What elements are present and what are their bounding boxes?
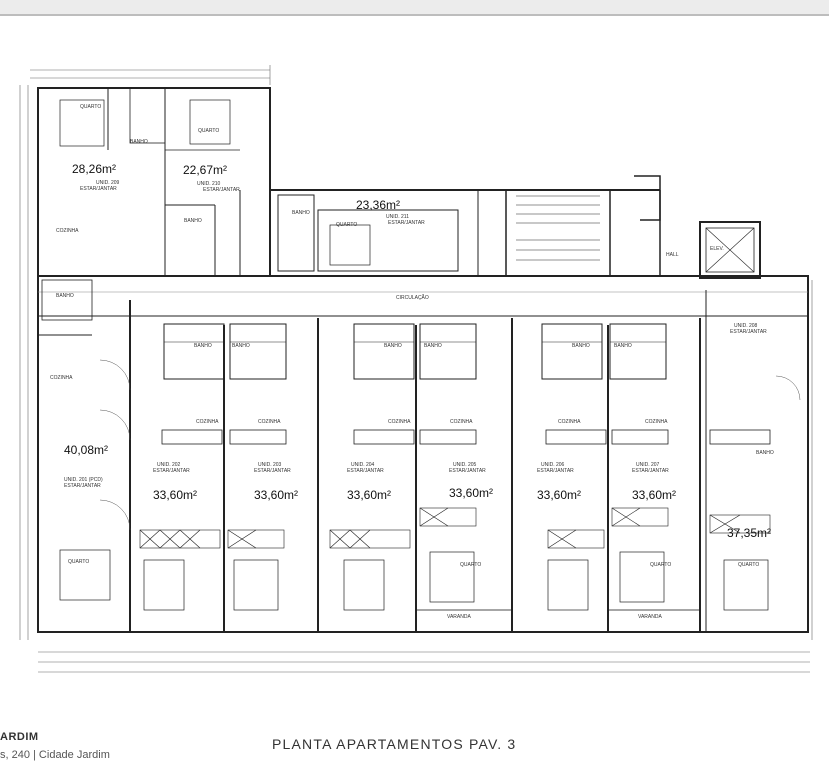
unit-label-201: 40,08m² UNID. 201 (PCD) ESTAR/JANTAR [64, 443, 108, 489]
svg-text:BANHO: BANHO [572, 343, 590, 349]
unit-area-208: 37,35m² [727, 526, 772, 540]
svg-text:BANHO: BANHO [292, 210, 310, 216]
svg-text:QUARTO: QUARTO [68, 559, 89, 565]
unit-area: 33,60m² [347, 488, 392, 502]
unit-type: ESTAR/JANTAR [203, 187, 240, 193]
unit-label-208: UNID. 208 ESTAR/JANTAR [730, 323, 767, 335]
unit-name: UNID. 208 [734, 323, 758, 329]
svg-text:COZINHA: COZINHA [558, 419, 581, 425]
unit-area: 22,67m² [183, 163, 228, 177]
svg-text:VARANDA: VARANDA [638, 614, 662, 620]
svg-text:QUARTO: QUARTO [80, 104, 101, 110]
project-name: ARDIM [0, 731, 39, 743]
unit-type: ESTAR/JANTAR [388, 220, 425, 226]
sheet-title: PLANTA APARTAMENTOS PAV. 3 [272, 736, 517, 752]
unit-label-202: UNID. 202 ESTAR/JANTAR 33,60m² [153, 462, 197, 502]
svg-text:BANHO: BANHO [130, 139, 148, 145]
svg-text:BANHO: BANHO [424, 343, 442, 349]
unit-type: ESTAR/JANTAR [153, 468, 190, 474]
unit-name: UNID. 209 [96, 180, 120, 186]
svg-text:BANHO: BANHO [232, 343, 250, 349]
unit-area: 33,60m² [632, 488, 677, 502]
svg-text:QUARTO: QUARTO [460, 562, 481, 568]
unit-type: ESTAR/JANTAR [730, 329, 767, 335]
svg-text:VARANDA: VARANDA [447, 614, 471, 620]
unit-area: 33,60m² [153, 488, 198, 502]
unit-name: UNID. 206 [541, 462, 565, 468]
svg-text:BANHO: BANHO [384, 343, 402, 349]
svg-text:QUARTO: QUARTO [336, 222, 357, 228]
unit-label-211: 23,36m² UNID. 211 ESTAR/JANTAR [356, 198, 425, 226]
svg-text:COZINHA: COZINHA [450, 419, 473, 425]
unit-area: 33,60m² [254, 488, 299, 502]
unit-label-205: UNID. 205 ESTAR/JANTAR 33,60m² [449, 462, 493, 500]
unit-label-207: UNID. 207 ESTAR/JANTAR 33,60m² [632, 462, 676, 502]
svg-text:COZINHA: COZINHA [196, 419, 219, 425]
unit-name: UNID. 204 [351, 462, 375, 468]
unit-type: ESTAR/JANTAR [632, 468, 669, 474]
unit-name: UNID. 211 [386, 214, 409, 220]
unit-area: 28,26m² [72, 162, 117, 176]
svg-text:BANHO: BANHO [56, 293, 74, 299]
unit-name: UNID. 202 [157, 462, 181, 468]
unit-label-210: 22,67m² UNID. 210 ESTAR/JANTAR [183, 163, 240, 193]
svg-text:QUARTO: QUARTO [650, 562, 671, 568]
unit-type: ESTAR/JANTAR [254, 468, 291, 474]
svg-text:BANHO: BANHO [614, 343, 632, 349]
project-address: s, 240 | Cidade Jardim [0, 749, 110, 761]
unit-type: ESTAR/JANTAR [347, 468, 384, 474]
svg-text:COZINHA: COZINHA [56, 228, 79, 234]
unit-name: UNID. 210 [197, 181, 221, 187]
svg-text:COZINHA: COZINHA [50, 375, 73, 381]
unit-type: ESTAR/JANTAR [449, 468, 486, 474]
unit-label-206: UNID. 206 ESTAR/JANTAR 33,60m² [537, 462, 581, 502]
unit-name: UNID. 203 [258, 462, 282, 468]
unit-type: ESTAR/JANTAR [80, 186, 117, 192]
unit-label-204: UNID. 204 ESTAR/JANTAR 33,60m² [347, 462, 391, 502]
svg-text:QUARTO: QUARTO [738, 562, 759, 568]
svg-text:HALL: HALL [666, 252, 679, 258]
unit-label-203: UNID. 203 ESTAR/JANTAR 33,60m² [254, 462, 298, 502]
svg-text:BANHO: BANHO [756, 450, 774, 456]
floor-plan-drawing: QUARTO QUARTO QUARTO BANHO BANHO BANHO B… [19, 65, 813, 673]
unit-label-209: 28,26m² UNID. 209 ESTAR/JANTAR [72, 162, 119, 192]
svg-text:CIRCULAÇÃO: CIRCULAÇÃO [396, 294, 429, 301]
svg-text:QUARTO: QUARTO [198, 128, 219, 134]
unit-type: ESTAR/JANTAR [537, 468, 574, 474]
svg-text:BANHO: BANHO [184, 218, 202, 224]
svg-text:BANHO: BANHO [194, 343, 212, 349]
viewer-top-bar [0, 0, 829, 16]
unit-name: UNID. 207 [636, 462, 660, 468]
unit-type: ESTAR/JANTAR [64, 483, 101, 489]
svg-text:COZINHA: COZINHA [388, 419, 411, 425]
unit-area: 33,60m² [449, 486, 494, 500]
unit-area: 40,08m² [64, 443, 109, 457]
svg-text:COZINHA: COZINHA [645, 419, 668, 425]
svg-text:COZINHA: COZINHA [258, 419, 281, 425]
svg-text:ELEV.: ELEV. [710, 246, 724, 252]
unit-area: 23,36m² [356, 198, 401, 212]
unit-name: UNID. 205 [453, 462, 477, 468]
unit-area: 33,60m² [537, 488, 582, 502]
unit-name: UNID. 201 (PCD) [64, 477, 103, 483]
